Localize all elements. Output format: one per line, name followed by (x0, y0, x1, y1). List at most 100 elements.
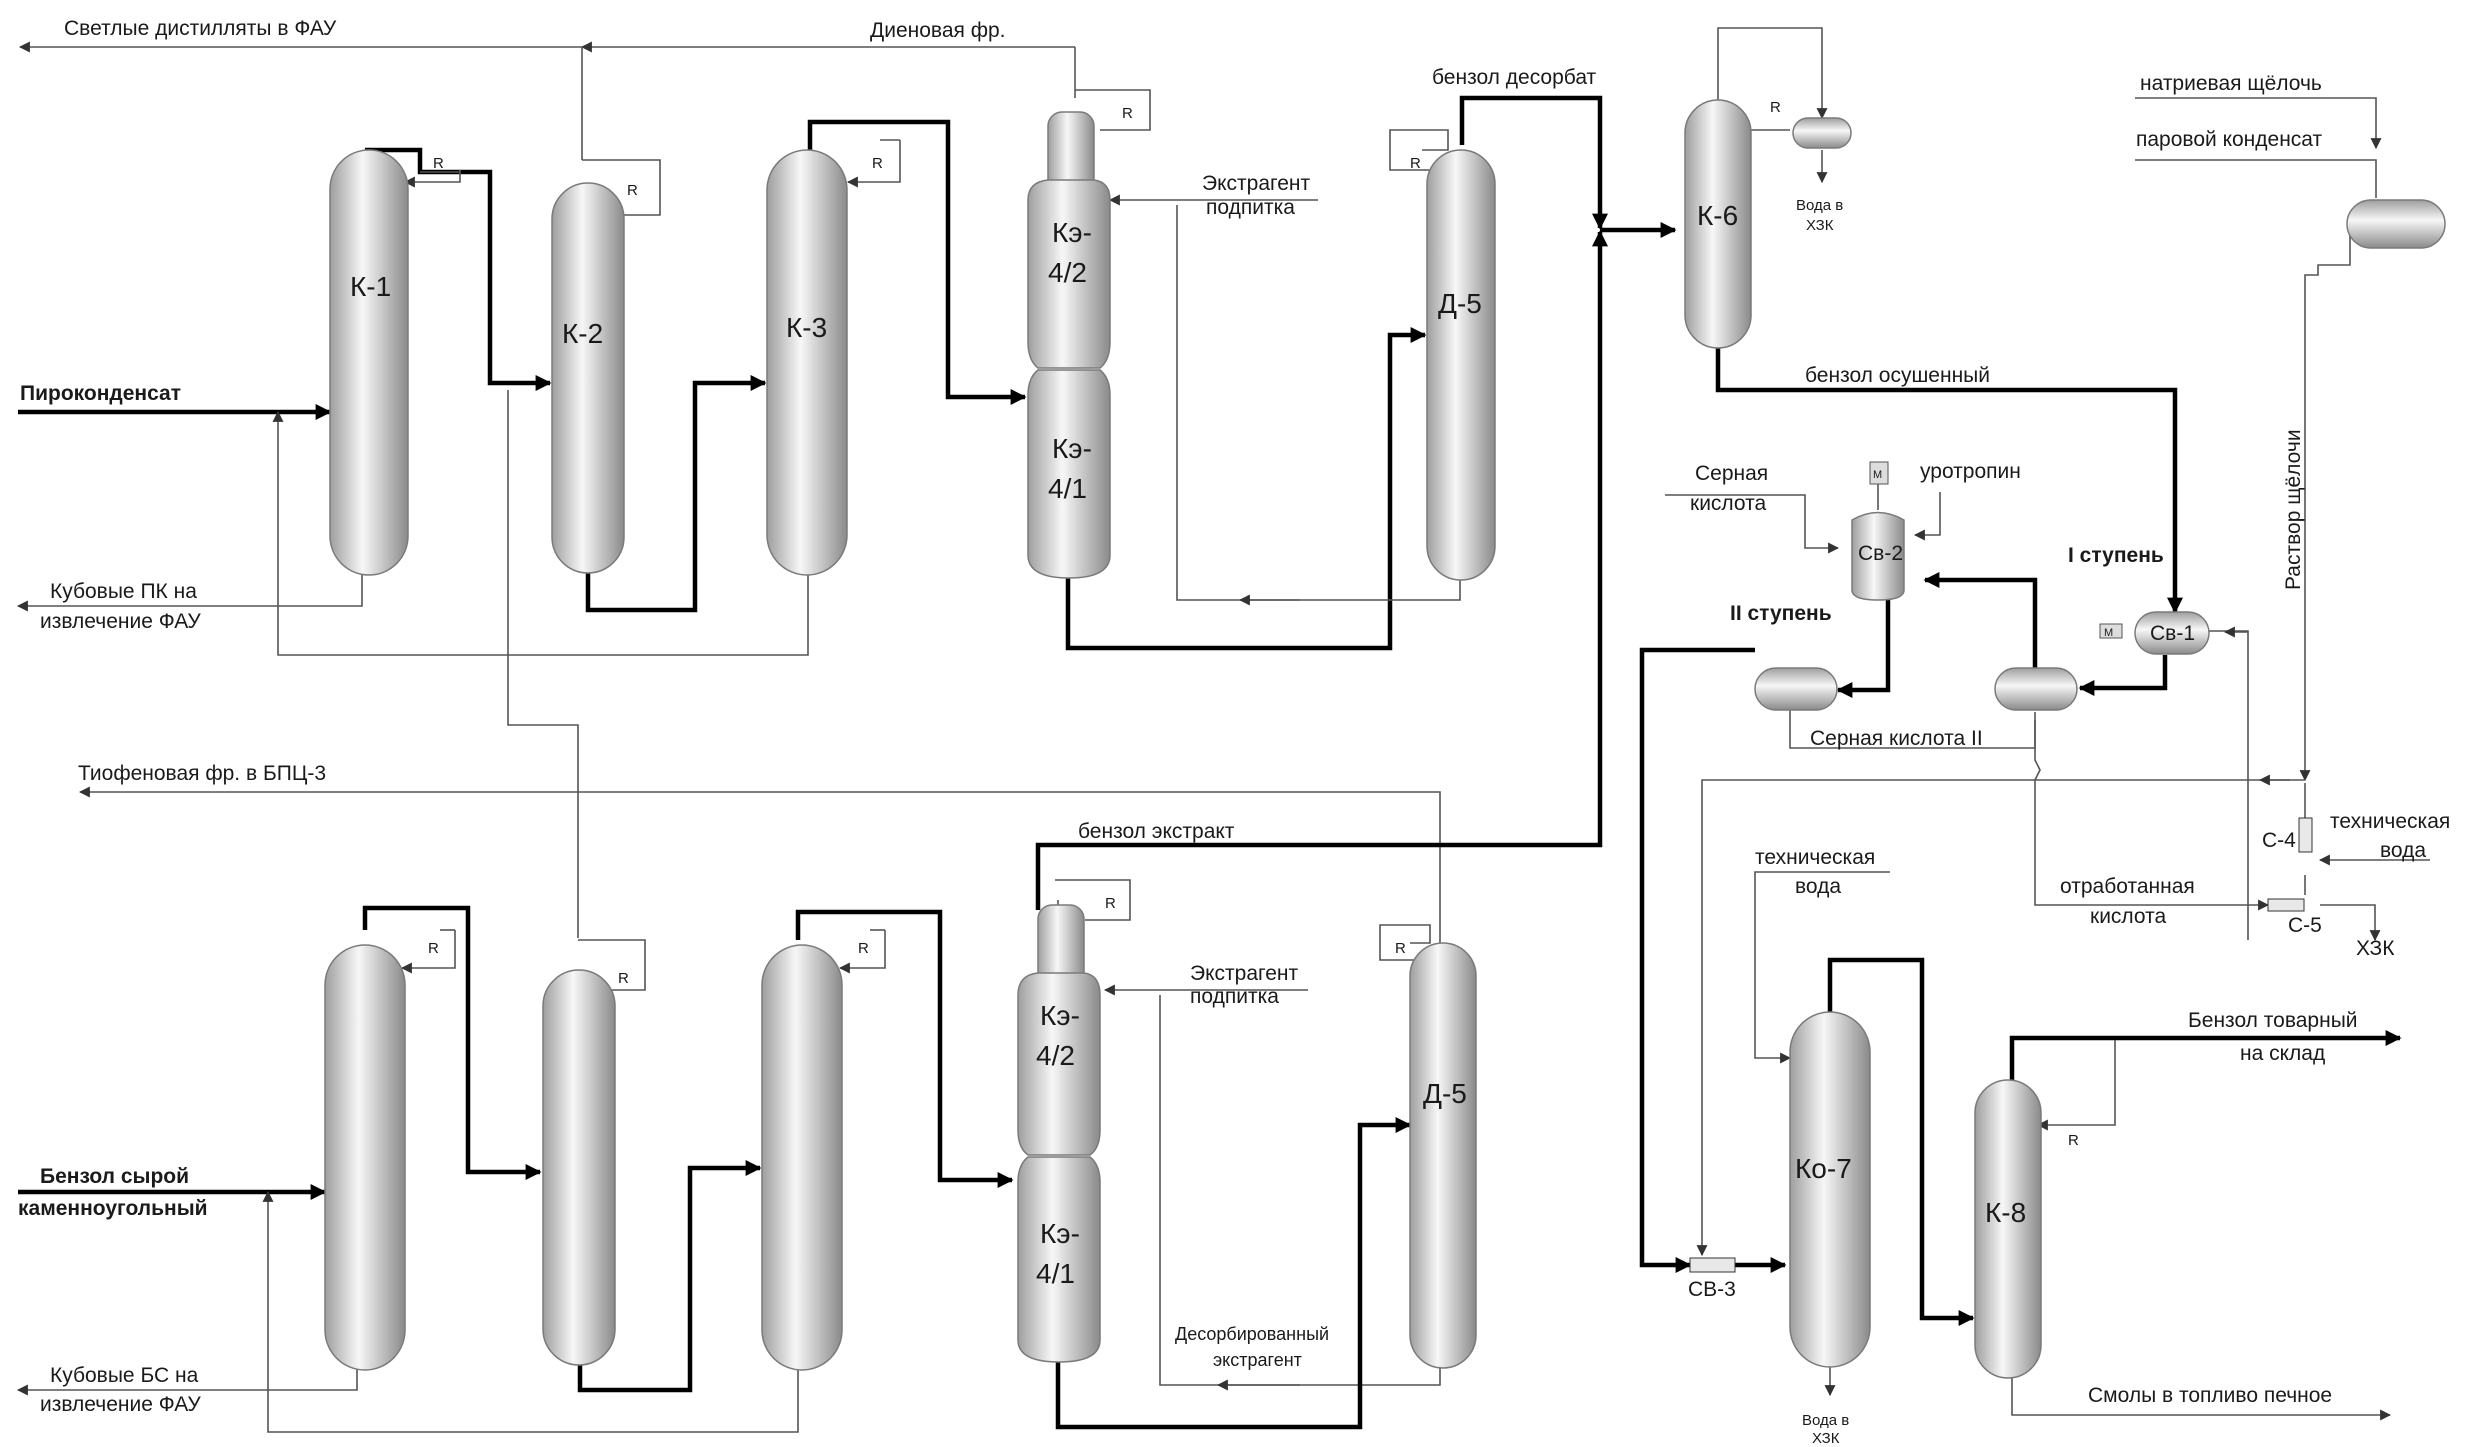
stream-stage-1: I ступень (2068, 544, 2164, 567)
drum-stage-ii[interactable] (1754, 667, 1838, 711)
stream-extragent-bottom-1: Экстрагент (1190, 962, 1298, 985)
stream-diene-fraction: Диеновая фр. (870, 19, 1006, 42)
drum-k6-reflux[interactable] (1792, 117, 1852, 149)
stream-bottoms-pk-1: Кубовые ПК на (50, 580, 197, 603)
label-k3-top: К-3 (786, 312, 827, 343)
stream-sodium-alkali: натриевая щёлочь (2140, 72, 2322, 95)
stream-benzene-dried: бензол осушенный (1805, 364, 1990, 387)
reflux-mark: R (1395, 940, 1406, 957)
reflux-mark: R (872, 155, 883, 172)
stream-urotropin: уротропин (1920, 460, 2021, 483)
stream-bottoms-bs-2: извлечение ФАУ (40, 1393, 201, 1416)
stream-sulfuric-acid-1: Серная (1695, 462, 1768, 485)
reactor-sv1[interactable] (2134, 611, 2210, 655)
label-ke41-top-1: Кэ- (1052, 433, 1092, 464)
stream-stage-2: II ступень (1730, 602, 1832, 625)
stream-extragent-top-2: подпитка (1206, 196, 1295, 219)
label-ke42-top-2: 4/2 (1048, 257, 1087, 288)
pipes-bottom (16, 230, 1608, 1433)
column-k1-bottom[interactable] (324, 944, 406, 1371)
column-k3-bottom[interactable] (761, 944, 843, 1371)
stream-alkali-solution: Раствор щёлочи (2282, 429, 2305, 590)
label-ke42-bottom-2: 4/2 (1036, 1040, 1075, 1071)
reflux-mark: R (2068, 1132, 2079, 1149)
column-k1-top[interactable] (329, 149, 409, 576)
label-k6: К-6 (1697, 200, 1738, 231)
label-ke42-bottom-1: Кэ- (1040, 1000, 1080, 1031)
label-k2-top: К-2 (562, 318, 603, 349)
reflux-mark: R (433, 155, 444, 172)
column-ko7[interactable] (1789, 1011, 1871, 1368)
stream-thiophene-fraction: Тиофеновая фр. в БПЦ-3 (78, 762, 326, 785)
stream-bottoms-bs-1: Кубовые БС на (50, 1364, 199, 1387)
stream-spent-acid-2: кислота (2090, 905, 2167, 928)
stream-desorbed-extragent-2: экстрагент (1213, 1350, 1302, 1370)
reflux-marks: R R R R R R R R R R R R M M (428, 99, 2113, 1149)
reflux-mark: R (1122, 105, 1133, 122)
label-ke41-top-2: 4/1 (1048, 473, 1087, 504)
label-k8: К-8 (1985, 1197, 2026, 1228)
column-d5-bottom[interactable] (1409, 942, 1477, 1369)
unit-c5[interactable] (2267, 898, 2305, 912)
motor-sv2 (1869, 461, 1889, 485)
stream-labels: Светлые дистилляты в ФАУ Диеновая фр. бе… (18, 17, 2450, 1447)
column-k6[interactable] (1684, 99, 1752, 349)
drum-alkali[interactable] (2346, 199, 2446, 249)
stream-hzk-c5: ХЗК (2356, 937, 2395, 960)
stream-bottoms-pk-2: извлечение ФАУ (40, 610, 201, 633)
label-ke41-bottom-2: 4/1 (1036, 1258, 1075, 1289)
label-ke42-top-1: Кэ- (1052, 217, 1092, 248)
stream-sulfuric-acid-2: кислота (1690, 492, 1767, 515)
reflux-mark: R (627, 182, 638, 199)
column-ke41-bottom[interactable] (1017, 1156, 1101, 1363)
stream-benzene-raw-1: Бензол сырой (40, 1165, 189, 1188)
stream-benzene-raw-2: каменноугольный (18, 1197, 208, 1220)
stream-water-hzk-top-1: Вода в (1796, 197, 1843, 214)
stream-benzene-extract: бензол экстракт (1078, 820, 1235, 843)
stream-benzene-commercial-1: Бензол товарный (2188, 1009, 2358, 1032)
label-c5: С-5 (2288, 914, 2322, 937)
column-k2-top[interactable] (551, 182, 625, 574)
stream-water-hzk-bottom-2: ХЗК (1812, 1430, 1840, 1447)
stream-tech-water-ko7-2: вода (1795, 875, 1841, 898)
label-ke41-bottom-1: Кэ- (1040, 1218, 1080, 1249)
label-k1-top: К-1 (350, 271, 391, 302)
label-d5-bottom: Д-5 (1423, 1078, 1467, 1109)
stream-desorbed-extragent-1: Десорбированный (1175, 1324, 1329, 1344)
column-k8[interactable] (1974, 1079, 2042, 1379)
stream-benzene-desorbate: бензол десорбат (1432, 66, 1597, 89)
reflux-mark: R (858, 940, 869, 957)
column-d5-top[interactable] (1426, 149, 1496, 581)
stream-resins-fuel: Смолы в топливо печное (2088, 1384, 2332, 1407)
stream-sulfuric-acid-ii: Серная кислота II (1810, 727, 1983, 750)
stream-spent-acid-1: отработанная (2060, 875, 2195, 898)
pipes-top (16, 27, 2430, 1421)
stream-tech-water-c4-1: техническая (2330, 810, 2450, 833)
reactor-sv2[interactable] (1851, 511, 1905, 601)
unit-sv3[interactable] (1689, 1257, 1736, 1273)
label-sv3: СВ-3 (1688, 1278, 1736, 1301)
stream-water-hzk-top-2: ХЗК (1806, 217, 1834, 234)
column-k2-bottom[interactable] (542, 969, 616, 1366)
drum-stage-i[interactable] (1994, 667, 2078, 711)
unit-c4[interactable] (2298, 817, 2313, 853)
reflux-mark: R (428, 940, 439, 957)
stream-steam-condensate: паровой конденсат (2136, 128, 2323, 151)
column-k3-top[interactable] (766, 149, 848, 576)
equipment-labels: К-1 К-2 К-3 Кэ- 4/2 Кэ- 4/1 Д-5 К-6 Св-2… (350, 200, 2322, 1301)
label-c4: С-4 (2262, 829, 2296, 852)
stream-tech-water-ko7-1: техническая (1755, 846, 1875, 869)
motor-sv1 (2099, 623, 2123, 639)
reflux-mark: R (618, 970, 629, 987)
stream-extragent-top-1: Экстрагент (1202, 172, 1310, 195)
column-ke42-bottom[interactable] (1017, 972, 1101, 1156)
reflux-mark: R (1770, 99, 1781, 116)
label-ko7: Ко-7 (1795, 1153, 1852, 1184)
column-ke42-top[interactable] (1027, 179, 1111, 369)
stream-light-distillates: Светлые дистилляты в ФАУ (64, 17, 337, 40)
stream-extragent-bottom-2: подпитка (1190, 985, 1279, 1008)
column-ke41-top[interactable] (1027, 369, 1111, 579)
reflux-mark: R (1105, 895, 1116, 912)
equipment (324, 99, 2446, 1379)
